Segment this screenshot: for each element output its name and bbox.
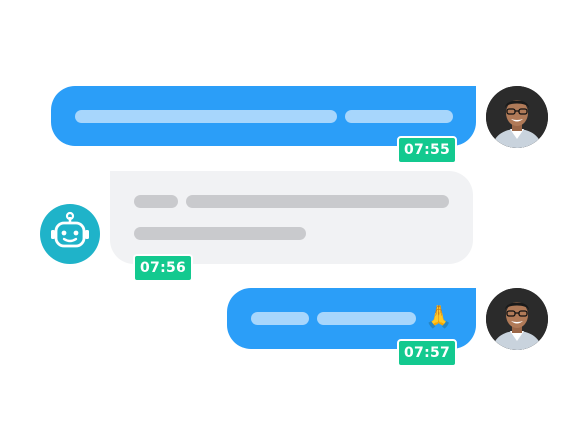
bot-avatar[interactable] <box>40 204 100 264</box>
message-timestamp: 07:55 <box>397 136 458 164</box>
message-text-placeholder <box>186 195 449 208</box>
message-text-placeholder <box>317 312 416 325</box>
message-text-placeholder <box>75 110 337 123</box>
message-timestamp: 07:56 <box>133 254 194 282</box>
user-photo-avatar <box>486 86 548 148</box>
incoming-message-bubble[interactable] <box>110 171 473 264</box>
user-avatar[interactable] <box>486 288 548 350</box>
message-text-placeholder <box>134 195 178 208</box>
folded-hands-emoji: 🙏 <box>425 304 453 329</box>
outgoing-message-bubble[interactable] <box>51 86 476 146</box>
user-avatar[interactable] <box>486 86 548 148</box>
message-text-placeholder <box>134 227 306 240</box>
message-text-placeholder <box>345 110 453 123</box>
robot-face-icon <box>51 211 89 248</box>
outgoing-message-bubble[interactable]: 🙏 <box>227 288 476 349</box>
user-photo-avatar <box>486 288 548 350</box>
message-text-placeholder <box>251 312 309 325</box>
message-timestamp: 07:57 <box>397 339 458 367</box>
